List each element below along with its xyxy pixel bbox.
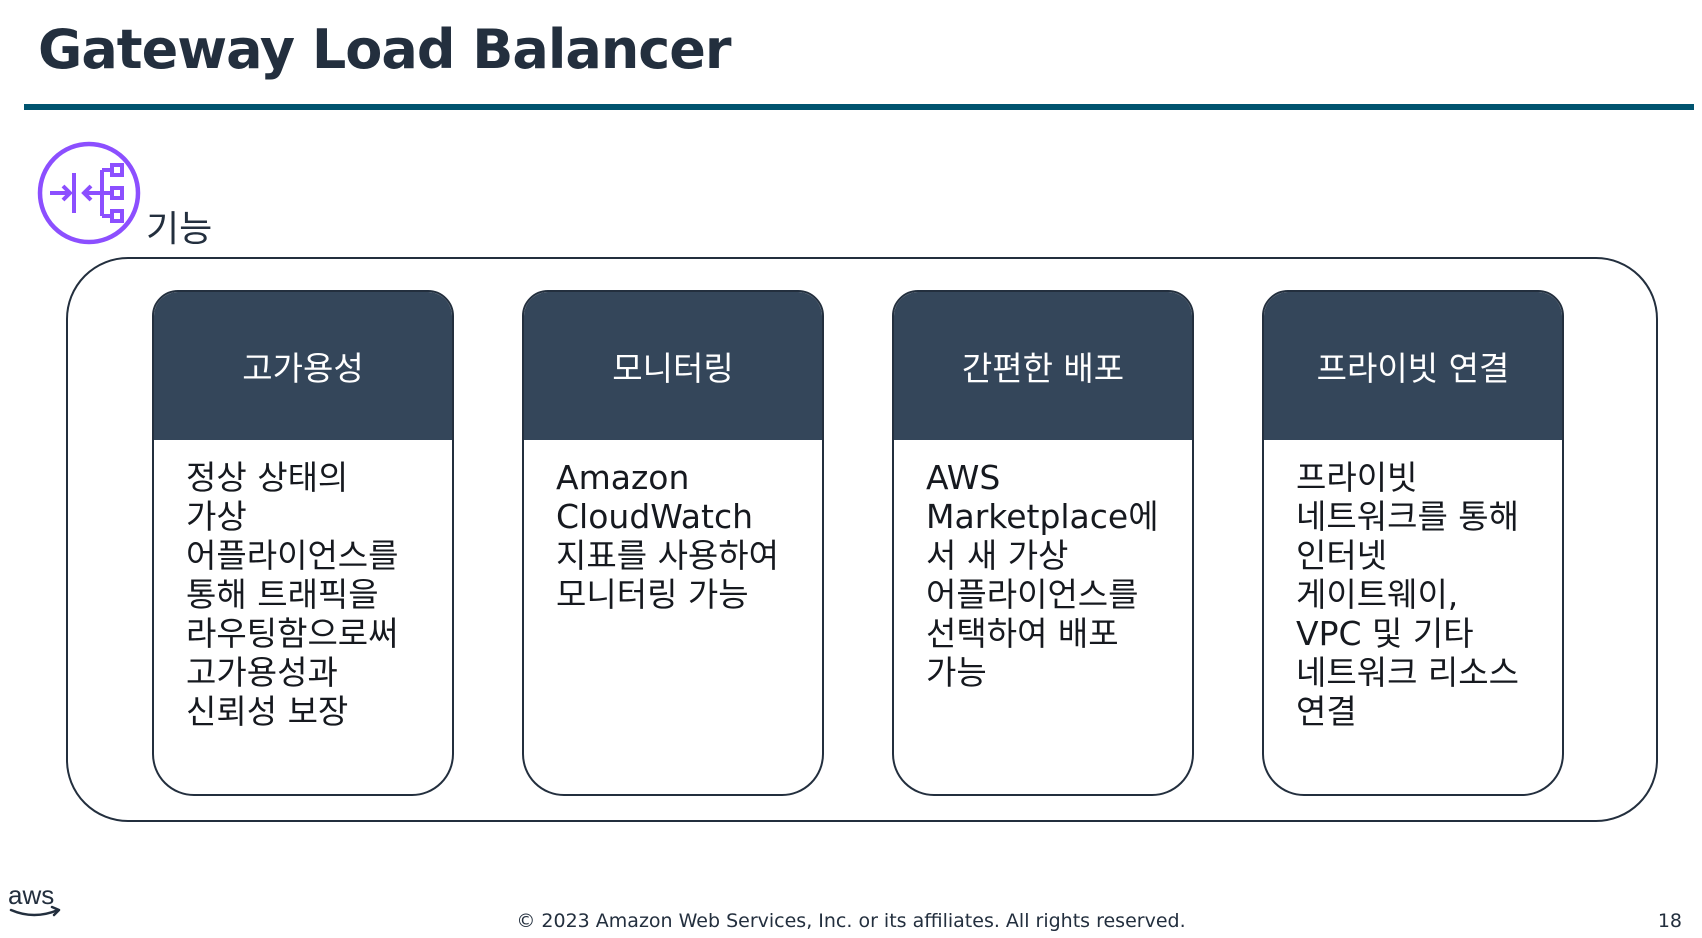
feature-card-high-availability: 고가용성 정상 상태의 가상 어플라이언스를 통해 트래픽을 라우팅함으로써 고… <box>152 290 454 796</box>
section-label: 기능 <box>146 209 213 250</box>
slide-title: Gateway Load Balancer <box>38 18 732 81</box>
aws-logo-text: aws <box>8 882 54 910</box>
card-header: 모니터링 <box>524 292 822 440</box>
copyright-notice: © 2023 Amazon Web Services, Inc. or its … <box>516 910 1186 932</box>
card-body: 정상 상태의 가상 어플라이언스를 통해 트래픽을 라우팅함으로써 고가용성과 … <box>186 458 399 731</box>
feature-card-monitoring: 모니터링 Amazon CloudWatch 지표를 사용하여 모니터링 가능 <box>522 290 824 796</box>
card-header: 프라이빗 연결 <box>1264 292 1562 440</box>
card-body: 프라이빗 네트워크를 통해 인터넷 게이트웨이, VPC 및 기타 네트워크 리… <box>1296 458 1520 731</box>
features-panel <box>66 257 1658 822</box>
aws-logo: aws <box>8 882 61 917</box>
card-body: AWS Marketplace에 서 새 가상 어플라이언스를 선택하여 배포 … <box>926 458 1159 692</box>
feature-card-private-connectivity: 프라이빗 연결 프라이빗 네트워크를 통해 인터넷 게이트웨이, VPC 및 기… <box>1262 290 1564 796</box>
feature-card-easy-deployment: 간편한 배포 AWS Marketplace에 서 새 가상 어플라이언스를 선… <box>892 290 1194 796</box>
page-number: 18 <box>1657 910 1682 932</box>
card-header: 간편한 배포 <box>894 292 1192 440</box>
card-body: Amazon CloudWatch 지표를 사용하여 모니터링 가능 <box>556 458 780 614</box>
title-divider <box>24 104 1694 110</box>
card-header: 고가용성 <box>154 292 452 440</box>
gateway-load-balancer-icon <box>37 141 141 245</box>
